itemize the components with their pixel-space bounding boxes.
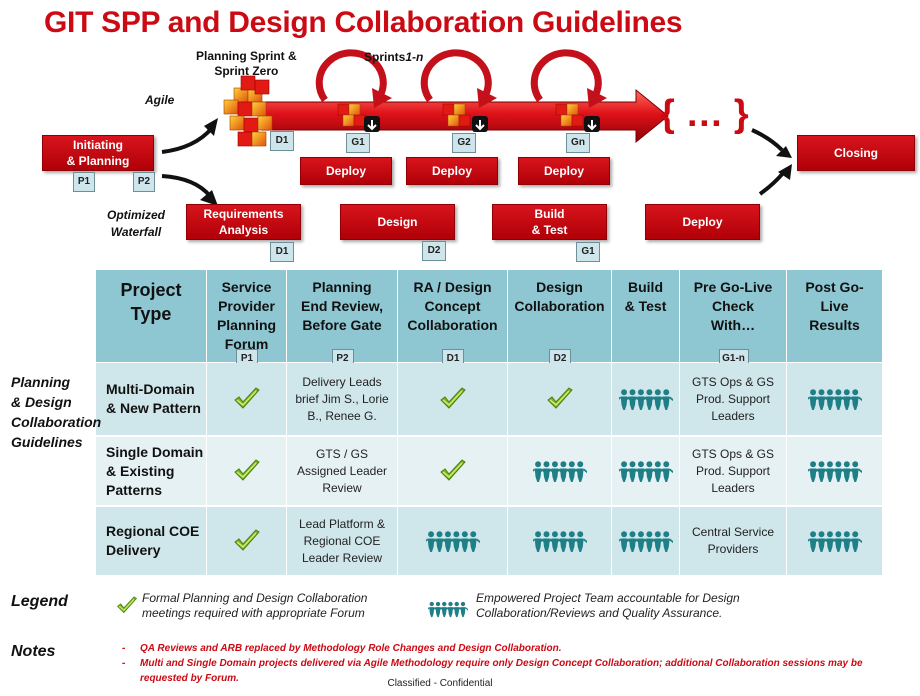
deploy-box-3: Deploy (518, 157, 610, 185)
planning-sprint-cubes-icon (223, 75, 273, 147)
check-icon (398, 437, 507, 505)
row-project-type: Regional COE Delivery (96, 507, 206, 575)
table-header: Pre Go-Live Check With… (680, 270, 786, 362)
check-icon (207, 507, 286, 575)
sprint-loop-1 (315, 49, 387, 103)
table-cell: Delivery Leads brief Jim S., Lorie B., R… (287, 363, 397, 435)
note-text-1: QA Reviews and ARB replaced by Methodolo… (140, 643, 562, 654)
tag-g1-waterfall: G1 (576, 242, 600, 262)
check-icon (207, 363, 286, 435)
check-icon (508, 363, 611, 435)
table-cell: GTS / GS Assigned Leader Review (287, 437, 397, 505)
table-header: Build & Test (612, 270, 679, 362)
table-cell: Central Service Providers (680, 507, 786, 575)
tag-g2: G2 (452, 133, 476, 153)
agile-label: Agile (145, 93, 175, 107)
closing-box: Closing (797, 135, 915, 171)
sprint-loop-2 (420, 49, 492, 103)
legend-team-text: Empowered Project Team accountable for D… (476, 591, 740, 620)
table-header: Planning End Review, Before Gate (287, 270, 397, 362)
sprint-cubes-icon (337, 103, 584, 127)
tag-d1-waterfall: D1 (270, 242, 294, 262)
team-icon (612, 507, 679, 575)
table-cell: Lead Platform & Regional COE Leader Revi… (287, 507, 397, 575)
table-header: Service Provider Planning Forum (207, 270, 286, 362)
waterfall-label: Optimized Waterfall (106, 208, 165, 239)
team-icon (428, 594, 468, 624)
side-label: Planning & Design Collaboration Guidelin… (11, 374, 102, 450)
table-cell: GTS Ops & GS Prod. Support Leaders (680, 363, 786, 435)
process-diagram (161, 49, 792, 206)
planning-sprint-label: Planning Sprint & Sprint Zero (196, 49, 297, 78)
team-icon (787, 437, 882, 505)
tag-g1-agile: G1 (346, 133, 370, 153)
row-project-type: Single Domain & Existing Patterns (96, 437, 206, 505)
deploy-box-1: Deploy (300, 157, 392, 185)
notes-list: -QA Reviews and ARB replaced by Methodol… (122, 641, 912, 686)
team-icon (612, 437, 679, 505)
footer-classification: Classified - Confidential (387, 678, 493, 689)
requirements-analysis-box: Requirements Analysis (186, 204, 301, 240)
check-icon (207, 437, 286, 505)
tag-p2: P2 (133, 172, 155, 192)
deploy-box-waterfall: Deploy (645, 204, 760, 240)
team-icon (508, 507, 611, 575)
tag-d2-waterfall: D2 (422, 241, 446, 261)
notes-title: Notes (11, 643, 56, 660)
table-cell: GTS Ops & GS Prod. Support Leaders (680, 437, 786, 505)
sprints-label-prefix: Sprints (364, 50, 406, 64)
team-icon (398, 507, 507, 575)
tag-d1-agile: D1 (270, 131, 294, 151)
check-icon (116, 596, 138, 615)
note-text-2: Multi and Single Domain projects deliver… (140, 658, 863, 684)
design-box: Design (340, 204, 455, 240)
tag-gn: Gn (566, 133, 590, 153)
table-header: Project Type (96, 270, 206, 362)
deploy-box-2: Deploy (406, 157, 498, 185)
sprints-label: Sprints1-n (364, 50, 423, 65)
note-item: -Multi and Single Domain projects delive… (122, 658, 863, 684)
table-header: Design Collaboration (508, 270, 611, 362)
page-title: GIT SPP and Design Collaboration Guideli… (44, 6, 683, 39)
row-project-type: Multi-Domain & New Pattern (96, 363, 206, 435)
tag-p1: P1 (73, 172, 95, 192)
team-icon (787, 507, 882, 575)
note-item: -QA Reviews and ARB replaced by Methodol… (122, 643, 562, 654)
team-icon (508, 437, 611, 505)
team-icon (612, 363, 679, 435)
legend-title: Legend (11, 593, 68, 610)
team-icon (787, 363, 882, 435)
down-arrow-icon (364, 116, 600, 132)
sprints-label-suffix: 1-n (405, 50, 424, 64)
check-icon (398, 363, 507, 435)
table-header: Post Go- Live Results (787, 270, 882, 362)
sprint-loop-3 (530, 49, 602, 103)
table-header: RA / Design Concept Collaboration (398, 270, 507, 362)
build-test-box: Build & Test (492, 204, 607, 240)
initiating-planning-box: Initiating & Planning (42, 135, 154, 171)
ellipsis-label: { … } (660, 93, 749, 135)
legend-check-text: Formal Planning and Design Collaboration… (142, 591, 368, 620)
